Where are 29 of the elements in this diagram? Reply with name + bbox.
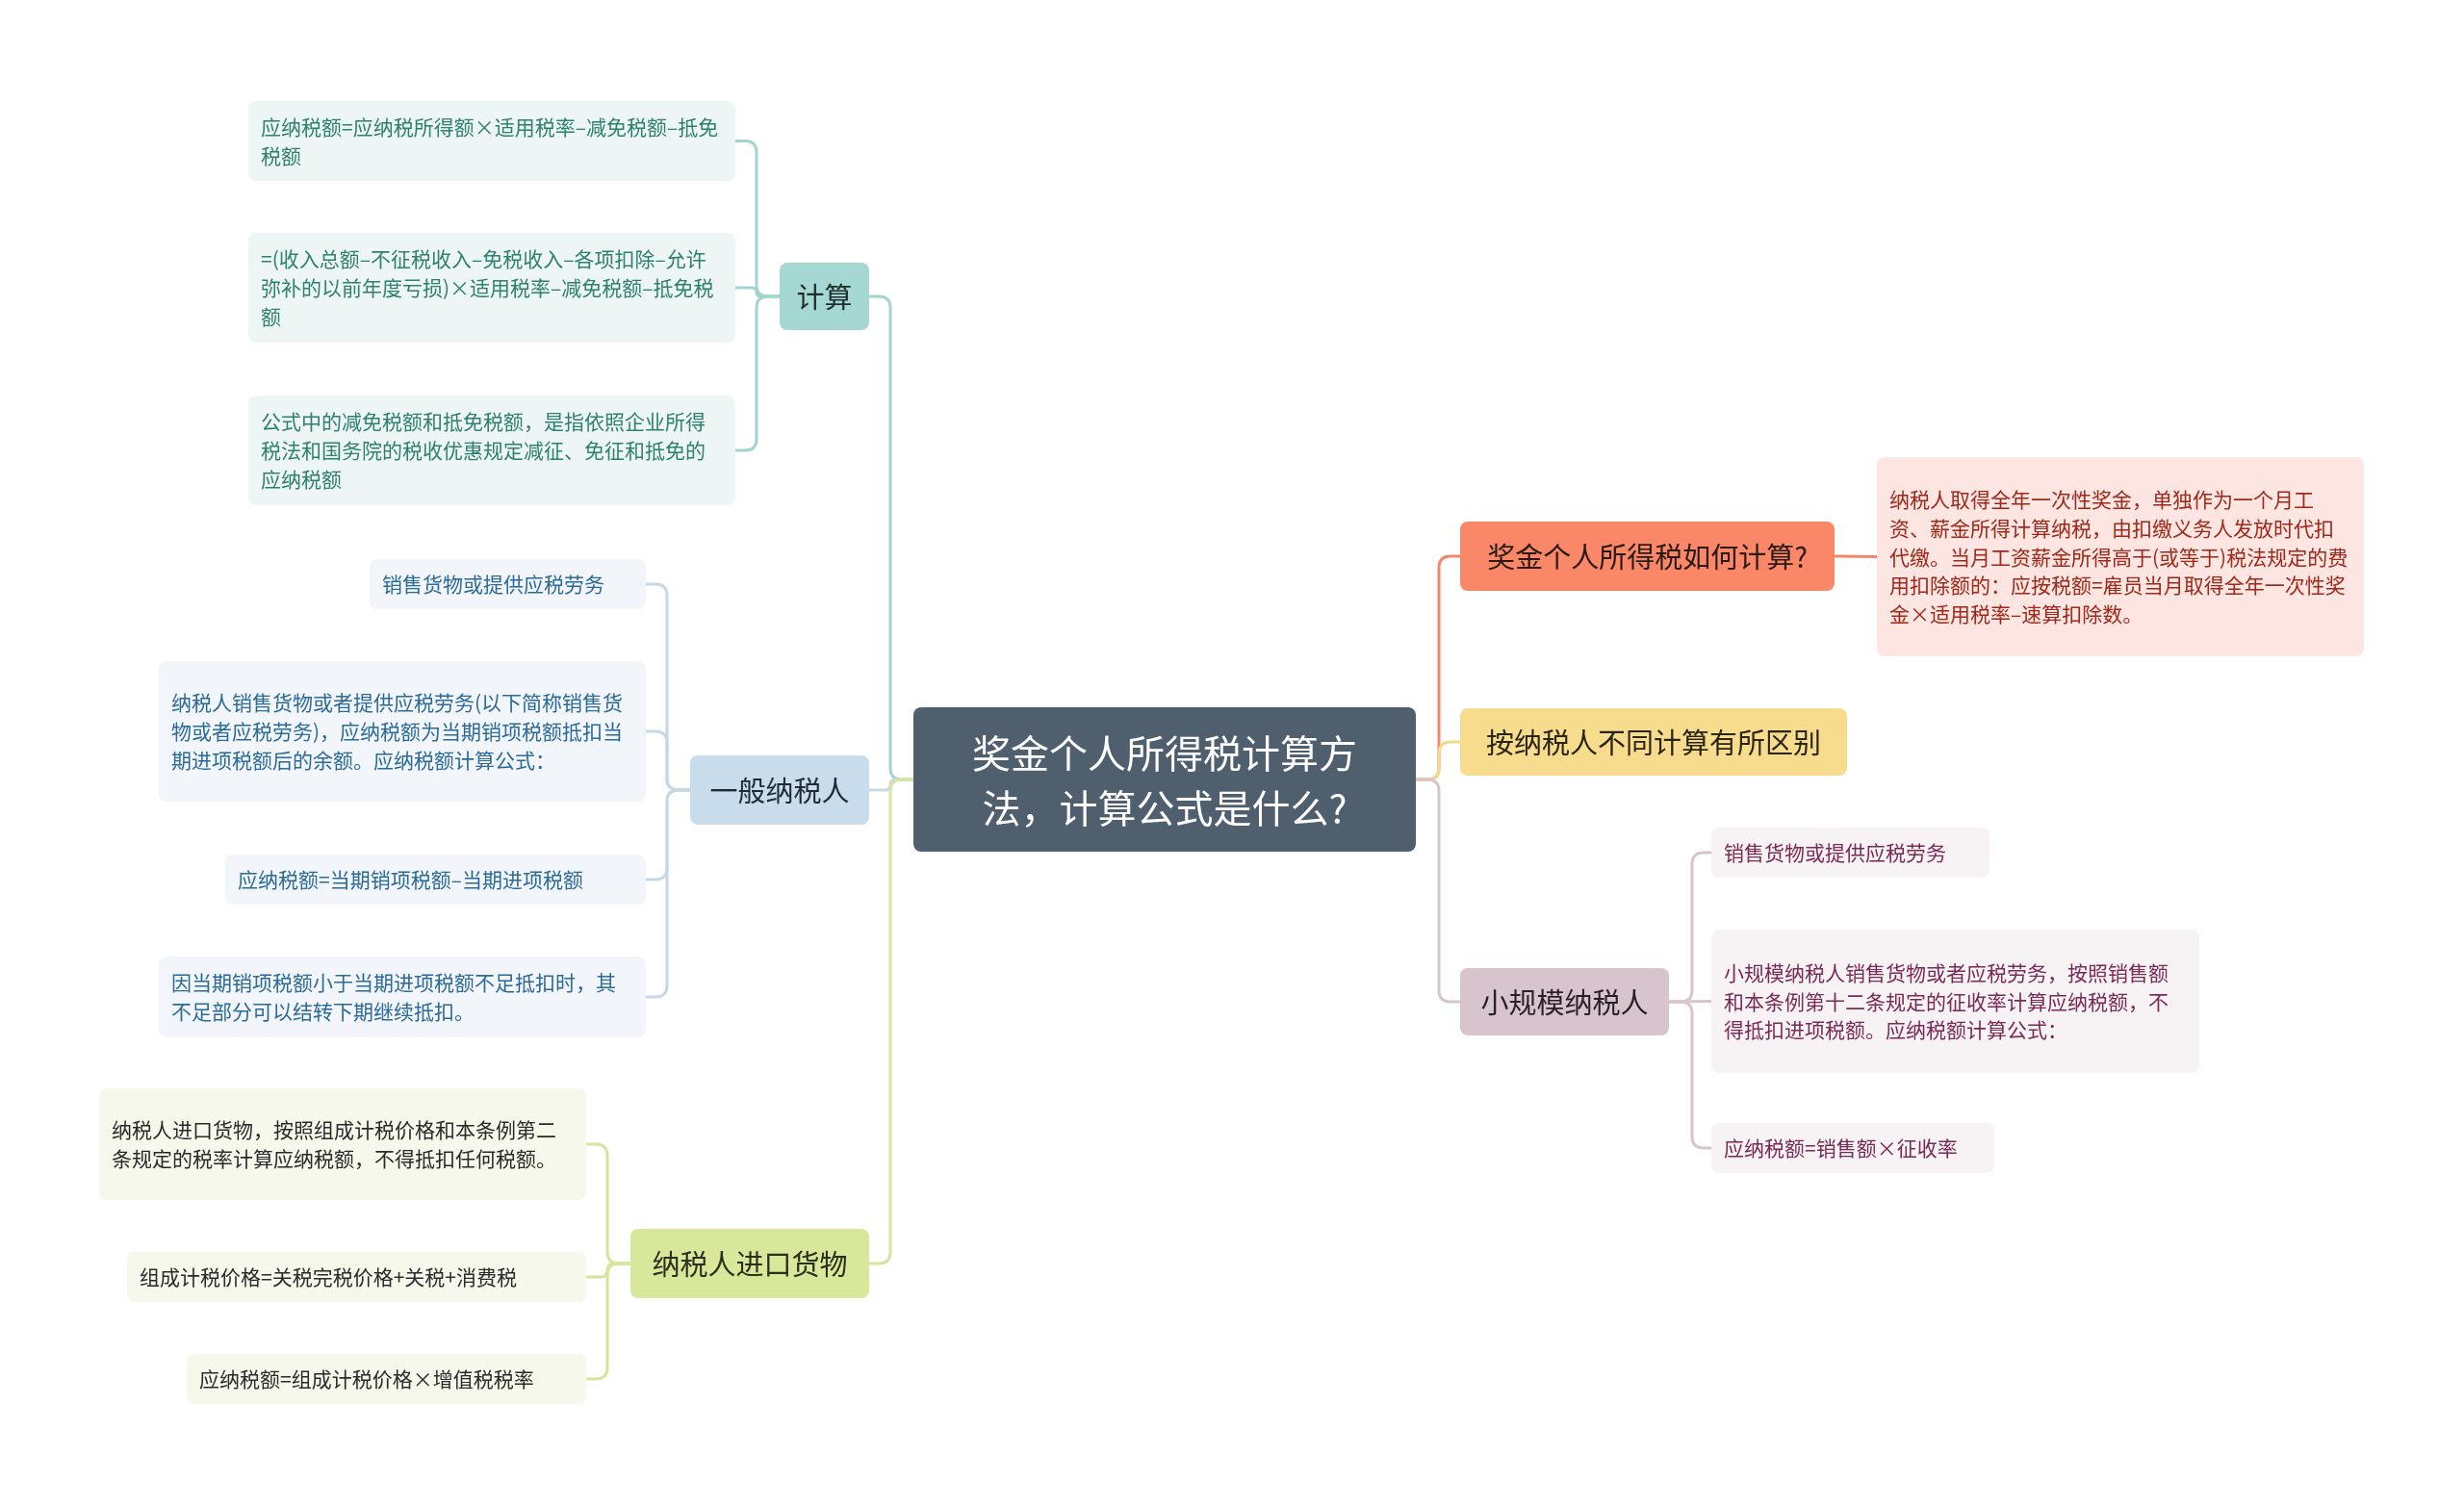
branch-line	[586, 1262, 630, 1381]
detail-card: 公式中的减免税额和抵免税额，是指依照企业所得税法和国务院的税收优惠规定减征、免征和抵免的应纳税额	[248, 396, 735, 505]
branch-topic: 一般纳税人	[690, 755, 869, 825]
detail-card: 因当期销项税额小于当期进项税额不足抵扣时，其不足部分可以结转下期继续抵扣。	[159, 957, 646, 1037]
branch-line	[1669, 1000, 1711, 1004]
branch-line	[1835, 554, 1877, 558]
detail-card: 纳税人取得全年一次性奖金，单独作为一个月工资、薪金所得计算纳税，由扣缴义务人发放时代扣代缴。当月工资薪金所得高于(或等于)税法规定的费用扣除额的：应按税额=雇员当月取得全年一次性奖金×适用税率–速算扣除数。	[1877, 457, 2364, 656]
central-topic: 奖金个人所得税计算方法，计算公式是什么?	[913, 707, 1416, 852]
branch-topic: 计算	[780, 263, 869, 330]
branch-topic: 纳税人进口货物	[630, 1229, 869, 1298]
detail-card: 应纳税额=当期销项税额–当期进项税额	[225, 855, 646, 905]
branch-line	[1416, 778, 1460, 1004]
detail-card: 纳税人销售货物或者提供应税劳务(以下简称销售货物或者应税劳务)，应纳税额为当期销项税额抵扣当期进项税额后的余额。应纳税额计算公式：	[159, 661, 646, 802]
detail-card: 销售货物或提供应税劳务	[370, 559, 646, 609]
detail-card: 销售货物或提供应税劳务	[1711, 828, 1989, 878]
detail-card: 应纳税额=销售额×征收率	[1711, 1123, 1994, 1173]
detail-card: 组成计税价格=关税完税价格+关税+消费税	[127, 1252, 586, 1302]
branch-topic: 小规模纳税人	[1460, 968, 1669, 1035]
detail-card: =(收入总额–不征税收入–免税收入–各项扣除–允许弥补的以前年度亏损)×适用税率–减免税额–抵免税额	[248, 233, 735, 343]
branch-line	[735, 294, 780, 452]
detail-card: 小规模纳税人销售货物或者应税劳务，按照销售额和本条例第十二条规定的征收率计算应纳税额，不得抵扣进项税额。应纳税额计算公式：	[1711, 930, 2199, 1073]
detail-card: 应纳税额=应纳税所得额×适用税率–减免税额–抵免税额	[248, 101, 735, 181]
branch-topic: 按纳税人不同计算有所区别	[1460, 708, 1847, 776]
detail-card: 应纳税额=组成计税价格×增值税税率	[187, 1354, 586, 1404]
branch-line	[646, 788, 690, 999]
branch-topic: 奖金个人所得税如何计算?	[1460, 522, 1835, 591]
detail-card: 纳税人进口货物，按照组成计税价格和本条例第二条规定的税率计算应纳税额，不得抵扣任何税额。	[99, 1088, 586, 1200]
branch-line	[1669, 1000, 1711, 1150]
branch-line	[869, 778, 913, 1265]
